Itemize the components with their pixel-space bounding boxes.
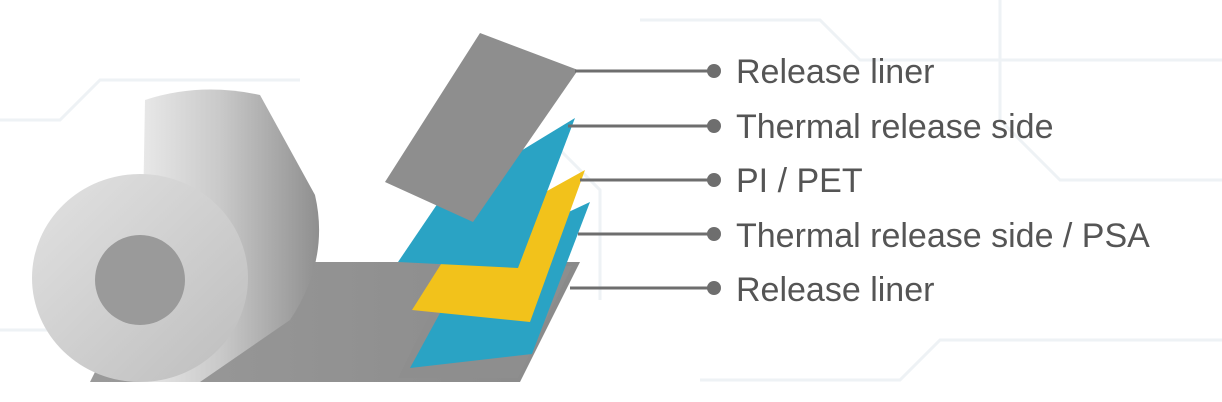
layer-label-pi-pet: PI / PET bbox=[736, 162, 863, 200]
leader-lines bbox=[568, 64, 721, 295]
leader-dot-0 bbox=[707, 64, 721, 78]
layer-release-liner-top bbox=[385, 33, 578, 222]
layer-label-release-liner-bottom: Release liner bbox=[736, 271, 935, 309]
leader-dot-1 bbox=[707, 119, 721, 133]
leader-dot-3 bbox=[707, 227, 721, 241]
layer-label-thermal-release-side: Thermal release side bbox=[736, 108, 1054, 146]
layer-stack bbox=[385, 33, 590, 378]
roll-core bbox=[95, 235, 185, 325]
leader-dot-4 bbox=[707, 281, 721, 295]
layer-label-release-liner-top: Release liner bbox=[736, 53, 935, 91]
leader-dot-2 bbox=[707, 173, 721, 187]
layer-label-thermal-release-psa: Thermal release side / PSA bbox=[736, 217, 1150, 255]
tape-roll bbox=[32, 89, 580, 382]
